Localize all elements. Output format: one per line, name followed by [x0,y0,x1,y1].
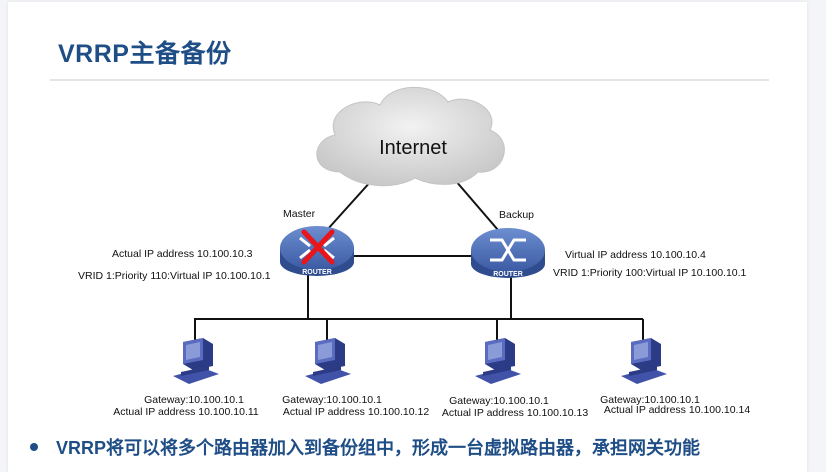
backup-role-label: Backup [499,209,534,221]
host-3-ip: Actual IP address 10.100.10.13 [442,407,588,419]
host-4-gateway: Gateway:10.100.10.1 [600,394,700,406]
bullet-text: VRRP将可以将多个路由器加入到备份组中，形成一台虚拟路由器，承担网关功能 [56,438,701,458]
internet-cloud-icon: Internet [316,86,505,187]
bullet-point: VRRP将可以将多个路由器加入到备份组中，形成一台虚拟路由器，承担网关功能 [30,434,700,460]
failure-x-icon [301,229,335,265]
master-router-icon: ROUTER [280,226,354,276]
host-2-ip: Actual IP address 10.100.10.12 [283,406,429,418]
master-device-label: ROUTER [302,269,332,276]
pc-icon [305,338,351,384]
host-1-gateway: Gateway:10.100.10.1 [144,394,244,406]
host-3-gateway: Gateway:10.100.10.1 [449,395,549,407]
host-4-ip: Actual IP address 10.100.10.14 [604,404,750,416]
backup-vrid: VRID 1:Priority 100:Virtual IP 10.100.10… [553,267,747,279]
master-ip: Actual IP address 10.100.10.3 [112,248,253,260]
cloud-label: Internet [379,137,447,159]
pc-icon [173,338,219,384]
backup-router-icon: ROUTER [471,228,545,278]
host-2-gateway: Gateway:10.100.10.1 [282,394,382,406]
backup-ip: Virtual IP address 10.100.10.4 [565,249,706,261]
host-1-ip: Actual IP address 10.100.10.11 [113,406,259,418]
links [194,179,644,340]
pc-icon [475,338,521,384]
bullet-dot-icon [30,443,38,452]
pc-icon [621,338,667,384]
slide-title: VRRP主备备份 [58,40,232,68]
title-divider [50,79,769,81]
backup-device-label: ROUTER [493,271,523,278]
master-vrid: VRID 1:Priority 110:Virtual IP 10.100.10… [78,270,271,282]
master-role-label: Master [283,208,316,220]
